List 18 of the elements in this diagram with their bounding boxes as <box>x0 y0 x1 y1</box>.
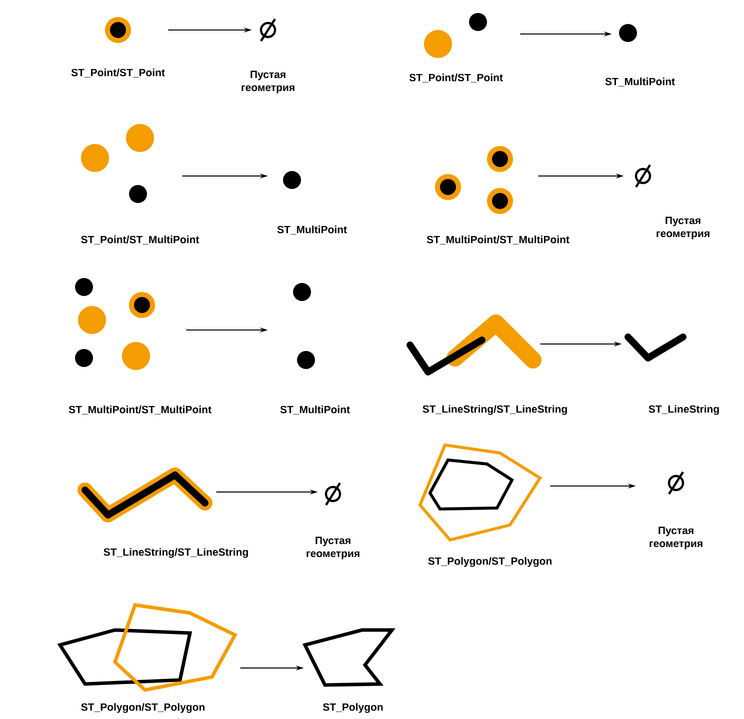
node-label: ST_MultiPoint <box>605 78 675 86</box>
node-label: ST_Point/ST_Point <box>71 68 165 78</box>
node-label: ST_Polygon <box>322 703 383 713</box>
node-label: ST_Point/ST_MultiPoint <box>81 236 200 244</box>
node-label: ST_LineString <box>648 405 719 415</box>
node-label: ST_LineString/ST_LineString <box>422 405 567 415</box>
node-label: ST_MultiPoint <box>277 226 347 234</box>
node-label: ST_MultiPoint/ST_MultiPoint <box>68 406 212 414</box>
node-label: ST_MultiPoint/ST_MultiPoint <box>426 236 570 244</box>
node-label: Пустая геометрия <box>306 536 360 560</box>
node-label: ST_LineString/ST_LineString <box>104 548 248 558</box>
node-label: Пустая геометрия <box>650 526 702 550</box>
node-label: ST_Polygon/ST_Polygon <box>428 557 552 567</box>
node-label: ST_MultiPoint <box>280 406 350 414</box>
node-label: ST_Polygon/ST_Polygon <box>81 703 204 713</box>
node-label: ST_Point/ST_Point <box>409 74 503 82</box>
node-label: Пустая геометрия <box>656 216 710 240</box>
node-label: Пустая геометрия <box>242 70 294 94</box>
